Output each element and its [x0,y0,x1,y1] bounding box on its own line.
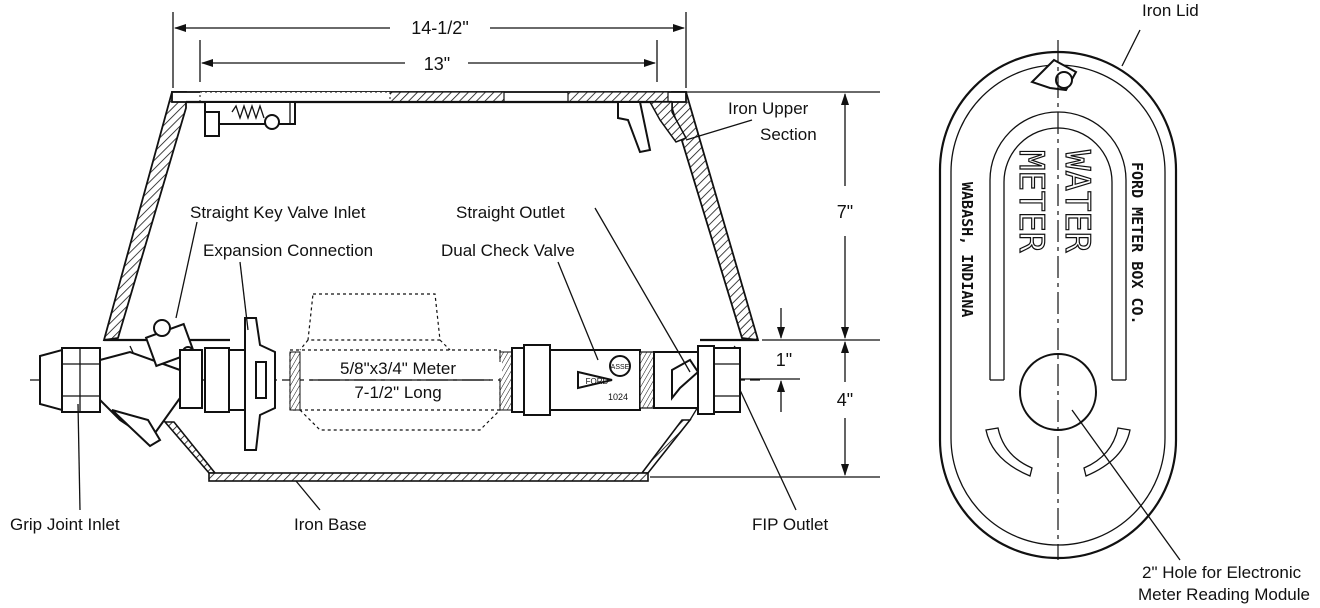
hole-label-2: Meter Reading Module [1138,585,1310,604]
straight-key-valve-inlet-label: Straight Key Valve Inlet [190,203,366,222]
dimension-13-group: 13" [199,40,658,82]
fip-outlet-label: FIP Outlet [752,515,828,534]
grip-joint-inlet [39,347,101,413]
expansion-connection [204,317,276,451]
meter-length-label: 7-1/2" Long [354,383,441,402]
hole-label-1: 2" Hole for Electronic [1142,563,1302,582]
model-mark: 1024 [608,392,628,402]
iron-upper-section [102,91,760,342]
straight-outlet-label: Straight Outlet [456,203,565,222]
expansion-connection-label: Expansion Connection [203,241,373,260]
meter-size-label: 5/8"x3/4" Meter [340,359,456,378]
iron-base-label: Iron Base [294,515,367,534]
straight-outlet [653,345,715,415]
lid-meter-text: METER [1011,150,1051,253]
straight-key-valve-inlet [99,319,203,448]
dual-check-valve-label: Dual Check Valve [441,241,575,260]
asse-mark: ASSE [611,364,630,371]
dimension-14-5-label: 14-1/2" [411,18,468,38]
dimension-7-label: 7" [837,202,853,222]
dimension-4-label: 4" [837,390,853,410]
water-meter-outline [289,293,513,431]
iron-upper-section-label-2: Section [760,125,817,144]
lid-maker-text: FORD METER BOX CO. [1128,162,1146,325]
lid-location-text: WABASH, INDIANA [958,182,976,317]
fip-outlet [713,347,741,413]
dimension-14-5-group: 14-1/2" [172,12,687,88]
lid-water-text: WATER [1057,150,1097,253]
grip-joint-inlet-label: Grip Joint Inlet [10,515,120,534]
dual-check-valve: ASSE FORD 1024 [511,344,655,416]
ford-mark: FORD [586,377,609,386]
dimension-vertical-group: 7" 4" 1" [650,91,880,478]
dimension-13-label: 13" [424,54,450,74]
iron-lid-label: Iron Lid [1142,1,1199,20]
iron-base [129,345,736,482]
dimension-1-label: 1" [776,350,792,370]
iron-lid-top-view: WATER METER FORD METER BOX CO. WABASH, I… [938,29,1181,561]
iron-upper-section-label-1: Iron Upper [728,99,809,118]
leader-lines [77,119,797,511]
